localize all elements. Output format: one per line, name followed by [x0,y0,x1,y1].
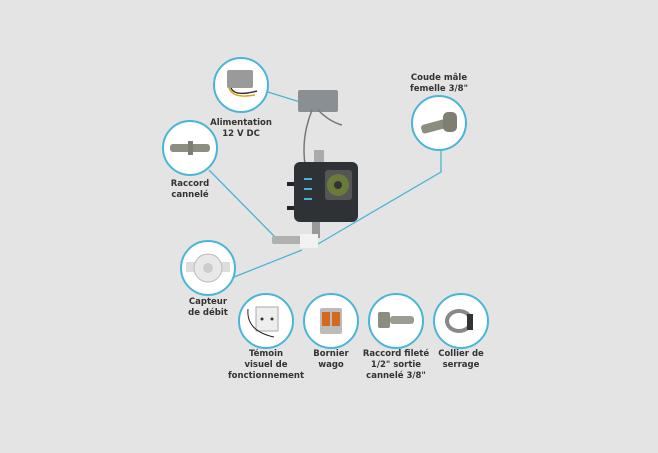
indicator-panel-circle [238,293,294,349]
wago-terminal-circle [303,293,359,349]
connector-alimentation [267,91,301,103]
indicator-panel-icon [247,306,279,338]
hose-clamp-icon [445,309,473,333]
elbow-fitting-circle [411,95,467,151]
threaded-fitting-icon [378,312,414,328]
power-box [298,90,338,112]
connector-coude [317,151,442,245]
connector-raccord [208,169,277,239]
wago-terminal-icon [320,308,342,334]
hose-clamp-circle [433,293,489,349]
threaded-fitting-circle [368,293,424,349]
flow-sensor-icon [186,253,230,283]
connector-capteur [233,249,303,278]
barbed-fitting-icon [170,141,210,155]
power-supply-circle [213,57,269,113]
flow-sensor-circle [180,240,236,296]
power-supply-icon [227,70,258,97]
elbow-fitting-icon [421,112,457,134]
barbed-fitting-circle [162,120,218,176]
